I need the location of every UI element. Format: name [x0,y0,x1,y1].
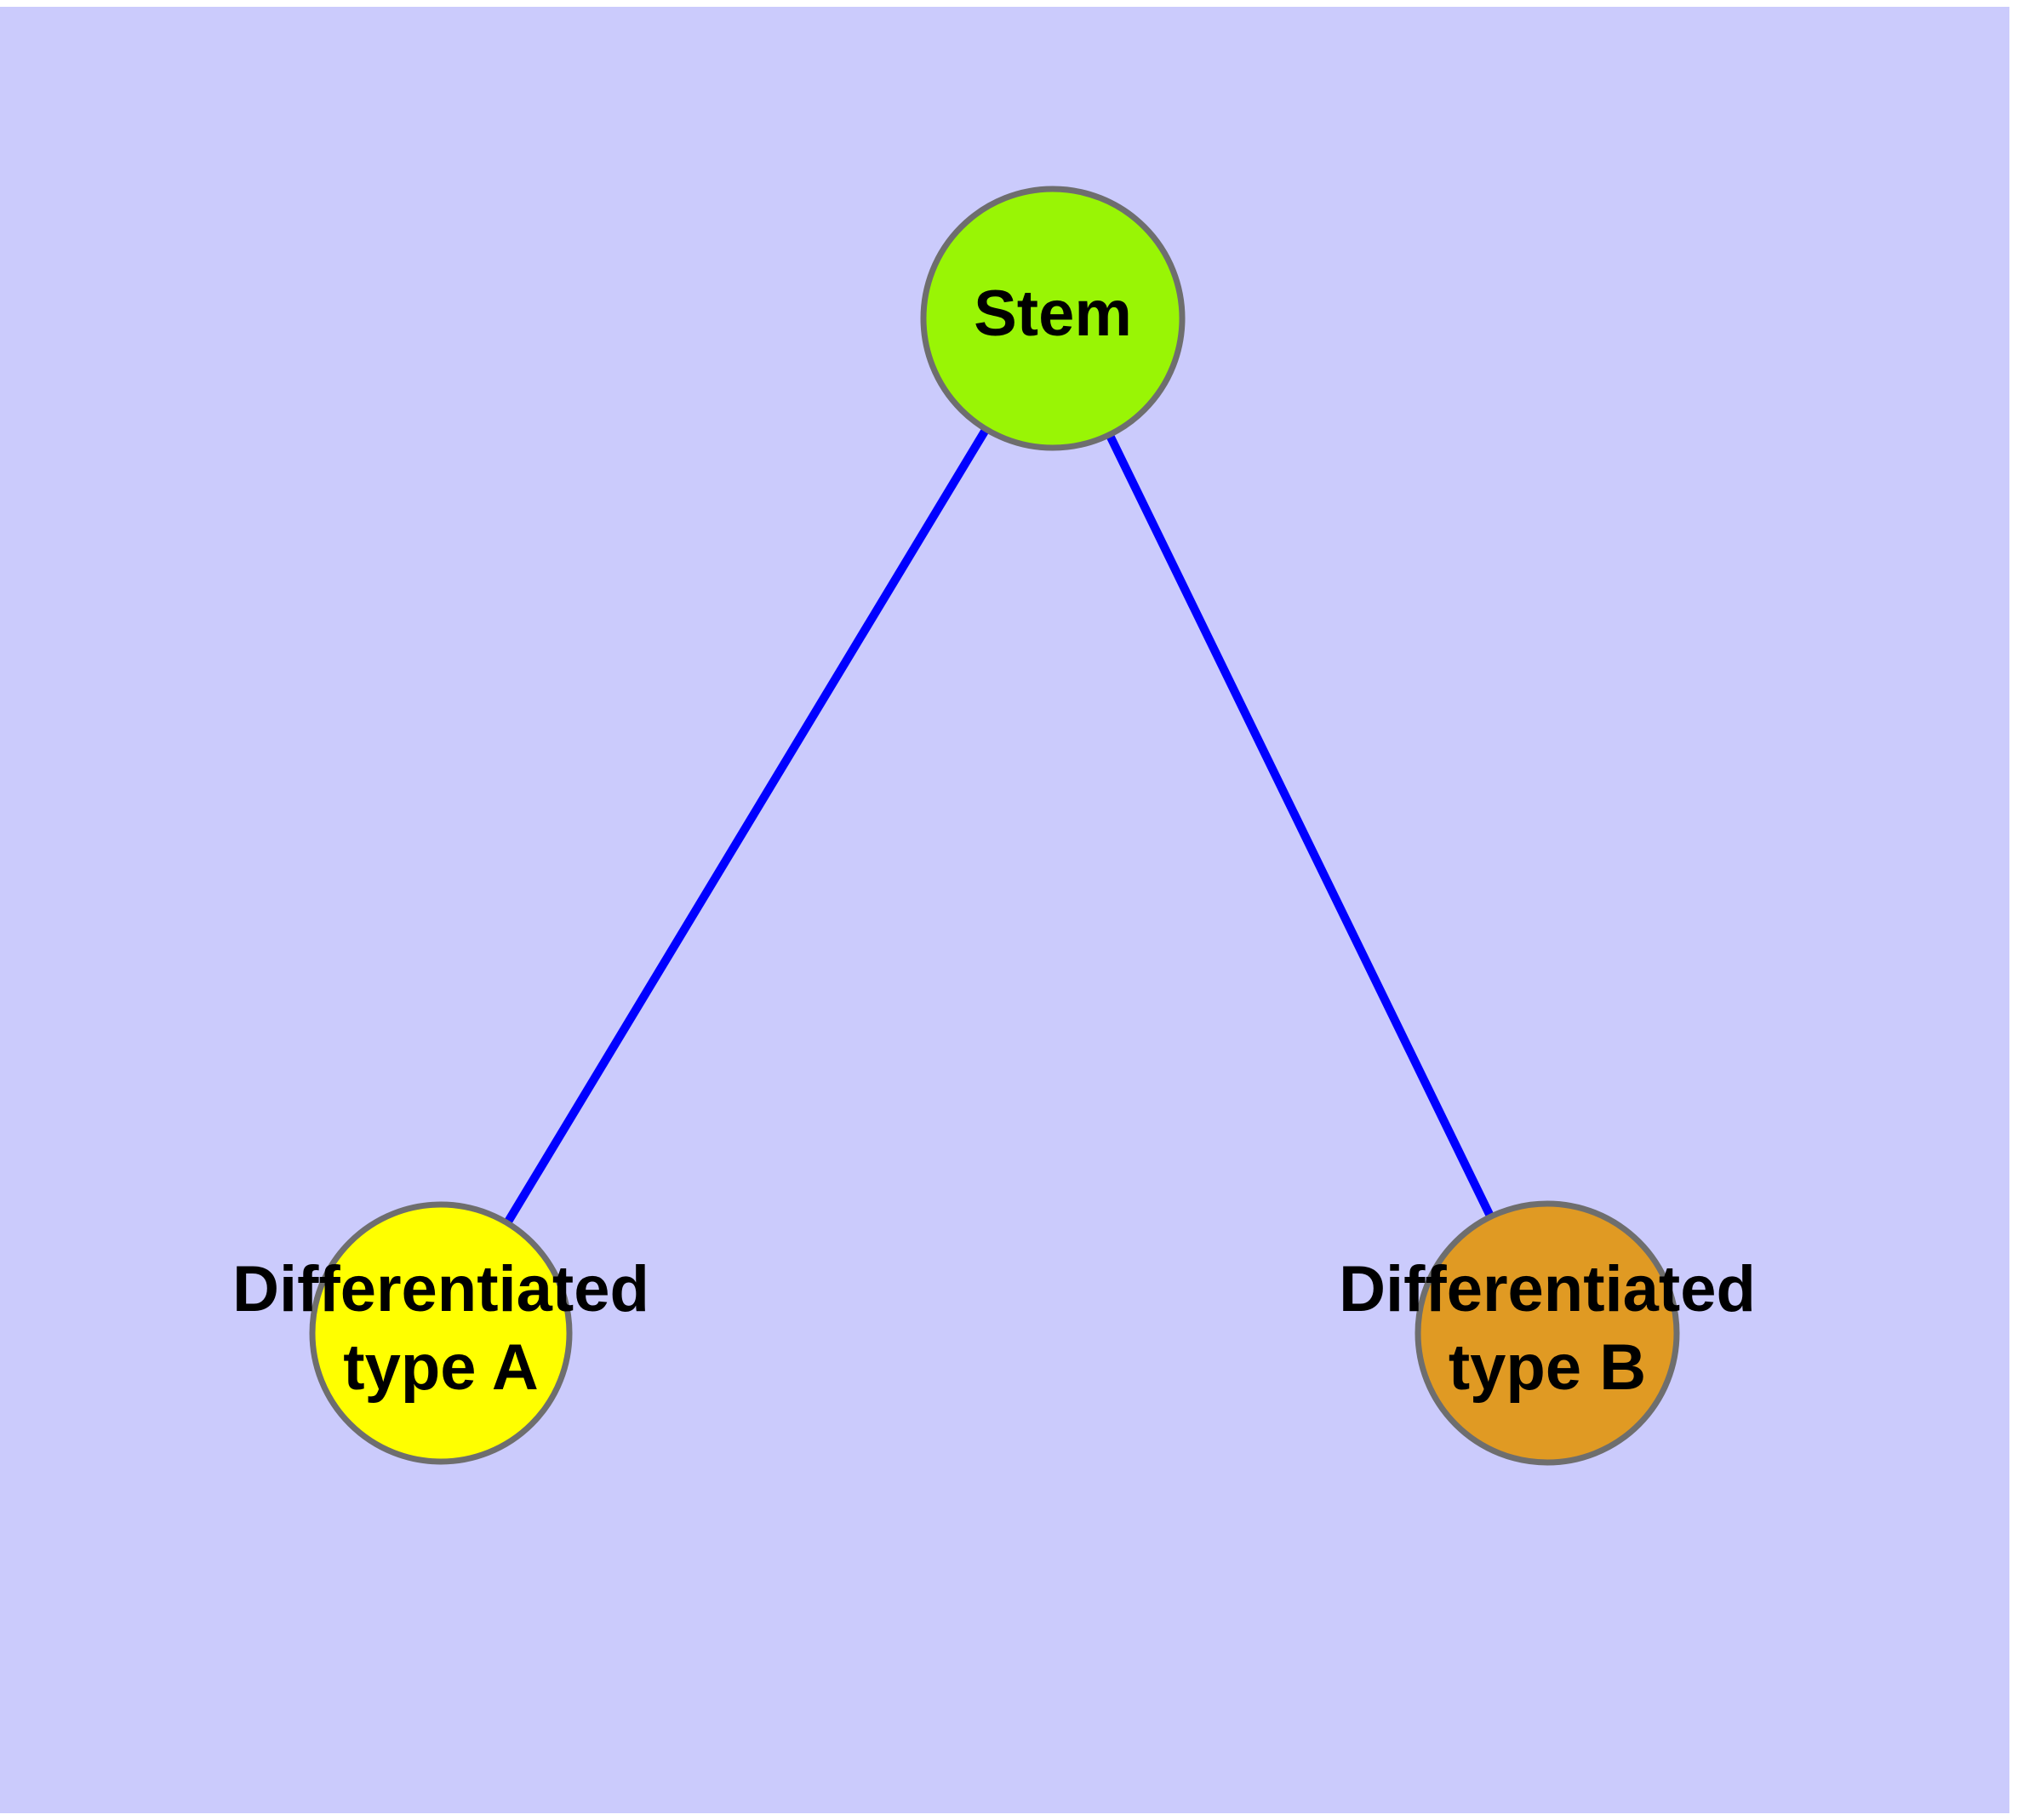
graph-node-label-line: Stem [974,278,1132,350]
graph-node-diff-b[interactable] [1415,1200,1680,1466]
graph-node-label-line: Differentiated [1339,1253,1756,1325]
nodes-layer [309,186,1680,1466]
graph-node-diff-a[interactable] [309,1201,573,1465]
graph-edge-stem-to-diff-a[interactable] [504,428,989,1224]
graph-node-label-line: type B [1449,1331,1646,1404]
graph-node-label-stem: Stem [974,278,1132,350]
graph-edge-stem-to-diff-b[interactable] [1106,434,1495,1217]
edges-layer [504,428,1495,1224]
graph-node-stem[interactable] [920,186,1186,451]
graph-node-label-line: type A [343,1331,538,1404]
graph-node-label-line: Differentiated [232,1253,649,1325]
